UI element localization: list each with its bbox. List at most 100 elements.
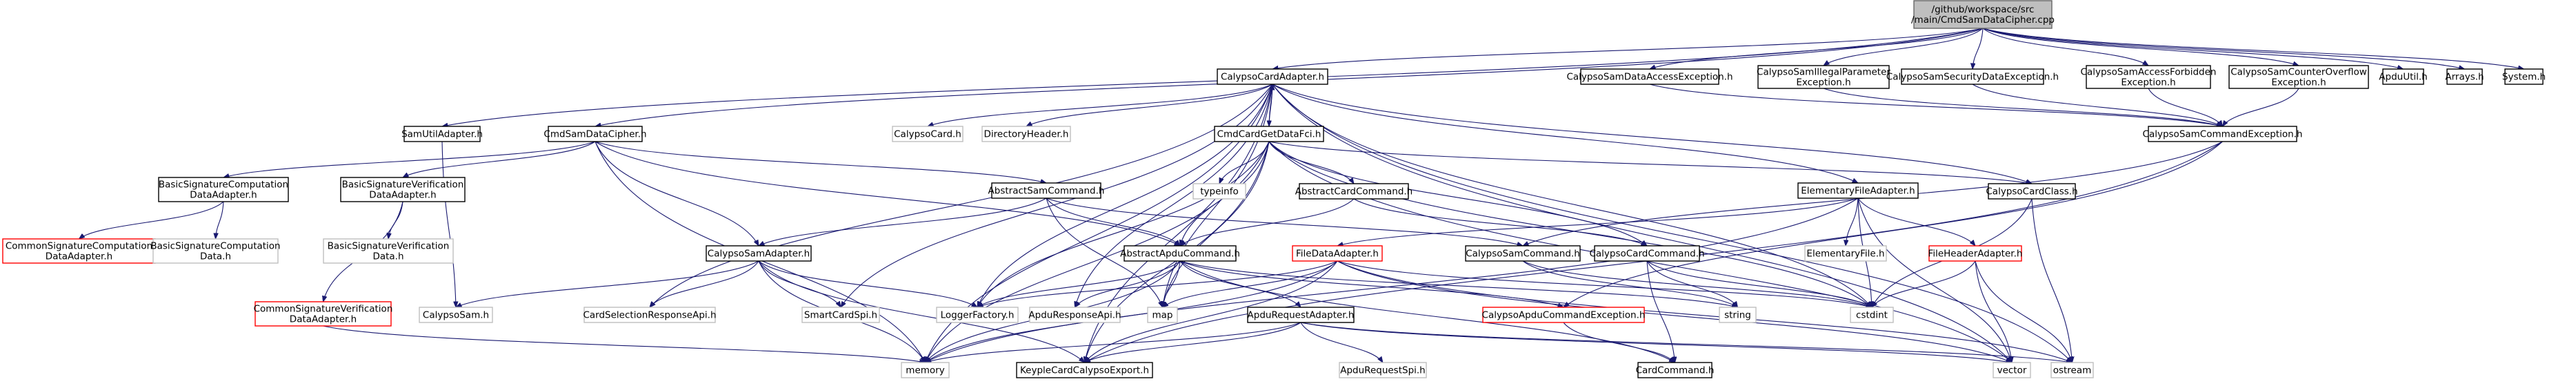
edge-cardcommand-to-string xyxy=(1646,260,1738,307)
node-label: Data.h xyxy=(200,251,231,262)
node-fileheader[interactable]: FileHeaderAdapter.h xyxy=(1928,245,2023,262)
edge-cardadapter-to-efadapter xyxy=(1272,84,1858,183)
node-box xyxy=(548,126,643,142)
node-samsecurity[interactable]: CalypsoSamSecurityDataException.h xyxy=(1886,68,2059,85)
node-apduutil[interactable]: ApduUtil.h xyxy=(2379,68,2428,85)
node-apduresponse[interactable]: ApduResponseApi.h xyxy=(1028,307,1121,323)
node-cmdsam[interactable]: CmdSamDataCipher.h xyxy=(543,126,647,142)
node-dirheader[interactable]: DirectoryHeader.h xyxy=(981,126,1071,142)
node-map[interactable]: map xyxy=(1147,307,1178,323)
node-calypsosam[interactable]: CalypsoSam.h xyxy=(419,307,493,323)
node-cstdint[interactable]: cstdint xyxy=(1850,307,1894,323)
node-samcmdexc[interactable]: CalypsoSamCommandException.h xyxy=(2143,126,2303,142)
node-string[interactable]: string xyxy=(1719,307,1757,323)
node-filedata[interactable]: FileDataAdapter.h xyxy=(1292,245,1383,262)
node-box xyxy=(2148,126,2297,142)
edge-root-to-system xyxy=(1982,28,2524,69)
edge-apdureqadapter-to-apdureqspi xyxy=(1300,322,1383,363)
node-label: CalypsoSamIllegalParameter xyxy=(1757,67,1890,78)
edge-apdureqadapter-to-keyple xyxy=(1085,322,1301,363)
node-cardadapter[interactable]: CalypsoCardAdapter.h xyxy=(1217,68,1328,85)
node-samadapter[interactable]: CalypsoSamAdapter.h xyxy=(706,245,812,262)
edge-abstractapdu-to-logger xyxy=(977,260,1181,307)
edge-apducmdexc-to-cardcmd xyxy=(1563,322,1675,363)
node-arrays[interactable]: Arrays.h xyxy=(2445,68,2484,85)
node-apducmdexc[interactable]: CalypsoApduCommandException.h xyxy=(1482,307,1646,323)
node-apdureqadapter[interactable]: ApduRequestAdapter.h xyxy=(1247,307,1355,323)
edge-apdureqadapter-to-memory xyxy=(926,322,1301,363)
node-label: memory xyxy=(906,365,944,376)
node-label: /github/workspace/src xyxy=(1932,4,2035,15)
node-box xyxy=(1913,0,2053,29)
node-label: BasicSignatureComputation xyxy=(159,180,288,191)
edge-abstractcard-to-cardcommand xyxy=(1353,198,1647,246)
node-cmdgetdata[interactable]: CmdCardGetDataFci.h xyxy=(1214,126,1324,142)
edge-root-to-samforbidden xyxy=(1982,28,2148,66)
node-label: ApduRequestAdapter.h xyxy=(1248,310,1355,321)
node-abstractcard[interactable]: AbstractCardCommand.h xyxy=(1295,183,1412,200)
node-typeinfo[interactable]: typeinfo xyxy=(1192,183,1246,200)
node-box xyxy=(1147,307,1178,323)
edge-samadapter-to-keyple xyxy=(758,260,1085,363)
node-label: FileDataAdapter.h xyxy=(1296,249,1379,260)
node-calypsocard[interactable]: CalypsoCard.h xyxy=(892,126,963,142)
edge-samillegal-to-samcmdexc xyxy=(1823,88,2223,126)
node-cardclass[interactable]: CalypsoCardClass.h xyxy=(1986,183,2078,200)
node-label: AbstractSamCommand.h xyxy=(988,186,1105,197)
node-logger[interactable]: LoggerFactory.h xyxy=(936,307,1019,323)
node-memory[interactable]: memory xyxy=(901,362,950,378)
node-samdataaccess[interactable]: CalypsoSamDataAccessException.h xyxy=(1566,68,1733,85)
node-efadapter[interactable]: ElementaryFileAdapter.h xyxy=(1797,182,1919,199)
edge-root-to-samdataaccess xyxy=(1650,28,1984,69)
node-ostream[interactable]: ostream xyxy=(2050,362,2094,378)
node-smartcard[interactable]: SmartCardSpi.h xyxy=(801,307,880,323)
edge-commonsigver-to-memory xyxy=(323,325,926,363)
node-abstractsam[interactable]: AbstractSamCommand.h xyxy=(988,182,1105,199)
edge-cmdsam-to-basicsigver xyxy=(403,141,596,177)
edge-cardadapter-to-cardselection xyxy=(650,84,1273,307)
node-label: CmdCardGetDataFci.h xyxy=(1217,129,1321,140)
edge-abstractsam-to-samcommand xyxy=(1046,197,1523,246)
edge-samcommand-to-cstdint xyxy=(1522,260,1872,308)
edge-samcmdexc-to-apducmdexc xyxy=(1564,141,2223,307)
edge-layer xyxy=(79,28,2524,363)
node-box xyxy=(1214,126,1324,142)
node-label: CalypsoSamDataAccessException.h xyxy=(1566,72,1733,83)
node-label: System.h xyxy=(2502,72,2546,83)
edge-abstractapdu-to-string xyxy=(1179,260,1738,307)
node-apdureqspi[interactable]: ApduRequestSpi.h xyxy=(1339,362,1427,378)
node-label: Exception.h xyxy=(2271,77,2326,88)
node-abstractapdu[interactable]: AbstractApduCommand.h xyxy=(1120,245,1240,262)
node-box xyxy=(1217,68,1328,85)
edge-cmdgetdata-to-cardadapter xyxy=(1268,84,1272,127)
node-cardcommand[interactable]: CalypsoCardCommand.h xyxy=(1589,245,1705,262)
edge-samadapter-to-cardselection xyxy=(650,260,759,307)
edge-efadapter-to-vector xyxy=(1857,197,2012,363)
edge-samadapter-to-logger xyxy=(758,260,977,307)
node-box xyxy=(1580,68,1719,85)
node-cardselection[interactable]: CardSelectionResponseApi.h xyxy=(583,307,717,323)
node-box xyxy=(419,307,493,323)
node-system[interactable]: System.h xyxy=(2502,68,2546,85)
edge-abstractsam-to-map xyxy=(1046,197,1163,307)
node-elementaryfile[interactable]: ElementaryFile.h xyxy=(1804,245,1887,262)
node-samcommand[interactable]: CalypsoSamCommand.h xyxy=(1465,245,1581,262)
node-cardcmd[interactable]: CardCommand.h xyxy=(1636,362,1715,378)
node-samutil[interactable]: SamUtilAdapter.h xyxy=(401,126,483,142)
edge-samdataaccess-to-samcmdexc xyxy=(1649,84,2223,126)
node-box xyxy=(1124,245,1237,262)
node-label: AbstractApduCommand.h xyxy=(1120,249,1240,260)
node-vector[interactable]: vector xyxy=(1993,362,2031,378)
edge-efadapter-to-fileheader xyxy=(1857,197,1975,246)
node-keyple[interactable]: KeypleCardCalypsoExport.h xyxy=(1016,362,1153,378)
